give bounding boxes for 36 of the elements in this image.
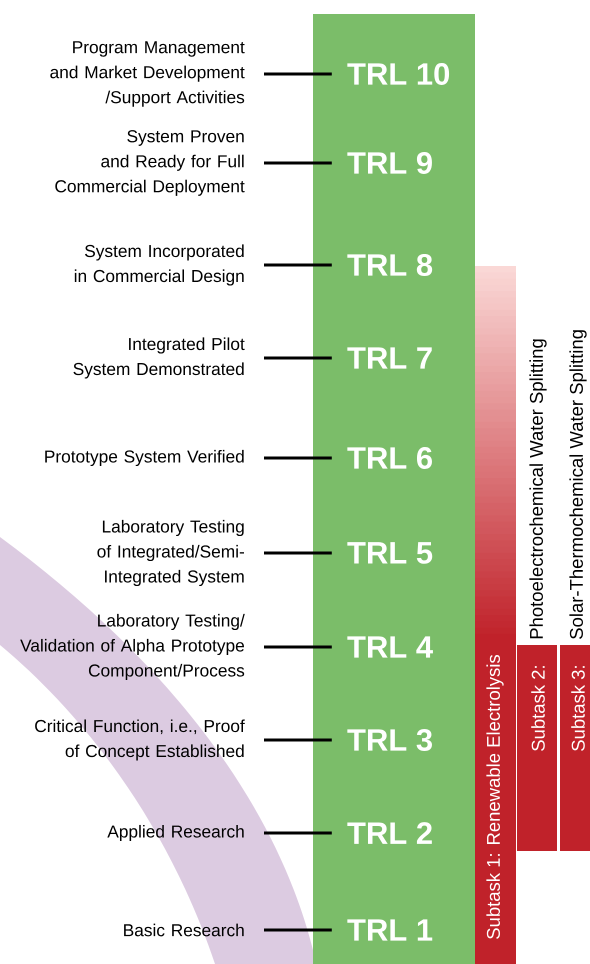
leader-line — [264, 738, 332, 742]
leader-line — [264, 162, 332, 164]
level-description: Prototype System Verified — [45, 450, 244, 466]
node-label: Solar-Thermochemical Water Splitting — [569, 330, 587, 639]
level-description: Basic Research — [124, 924, 244, 936]
level-label: TRL 4 — [347, 636, 433, 658]
level-label: TRL 6 — [347, 447, 432, 469]
level-label: TRL 1 — [347, 919, 432, 941]
level-description: System Proven and Ready for Full Commercial Deployment — [55, 130, 245, 196]
level-description: Program Management and Market Development /Support Activities — [50, 41, 245, 107]
subtask-bar: Subtask 1: Renewable Electrolysis — [475, 266, 516, 964]
node-label: Photoelectrochemical Water Splitting — [529, 339, 547, 638]
level-description: Laboratory Testing of Integrated/Semi-Integrated System — [97, 520, 244, 586]
level-description: Critical Function, i.e., Proof of Concept Established — [35, 719, 245, 761]
level-description: Laboratory Testing/ Validation of Alpha Prototype Component/Process — [20, 614, 245, 680]
level-description: System Incorporated in Commercial Design — [74, 244, 244, 286]
leader-line — [264, 72, 332, 76]
leader-line — [264, 456, 332, 460]
level-label: TRL 7 — [347, 347, 432, 369]
subtask-bar: Subtask 3: Solar-Thermochemical Water Splitting — [560, 330, 590, 851]
level-label: TRL 9 — [347, 152, 432, 174]
leader-line — [264, 356, 332, 360]
level-label: TRL 5 — [347, 542, 432, 564]
level-bar — [313, 14, 475, 964]
leader-line — [264, 552, 332, 554]
level-label: TRL 2 — [347, 822, 432, 844]
level-description: Applied Research — [107, 824, 244, 842]
leader-line — [264, 264, 332, 266]
node-label: Subtask 2: — [531, 666, 545, 751]
level-label: TRL 3 — [347, 729, 432, 751]
level-description: Integrated Pilot System Demonstrated — [73, 337, 245, 379]
subtask-bar: Subtask 2: Photoelectrochemical Water Splitting — [517, 339, 557, 851]
level-label: TRL 8 — [347, 254, 432, 276]
leader-line — [264, 928, 332, 932]
leader-line — [264, 646, 332, 648]
level-label: TRL 10 — [347, 63, 450, 85]
